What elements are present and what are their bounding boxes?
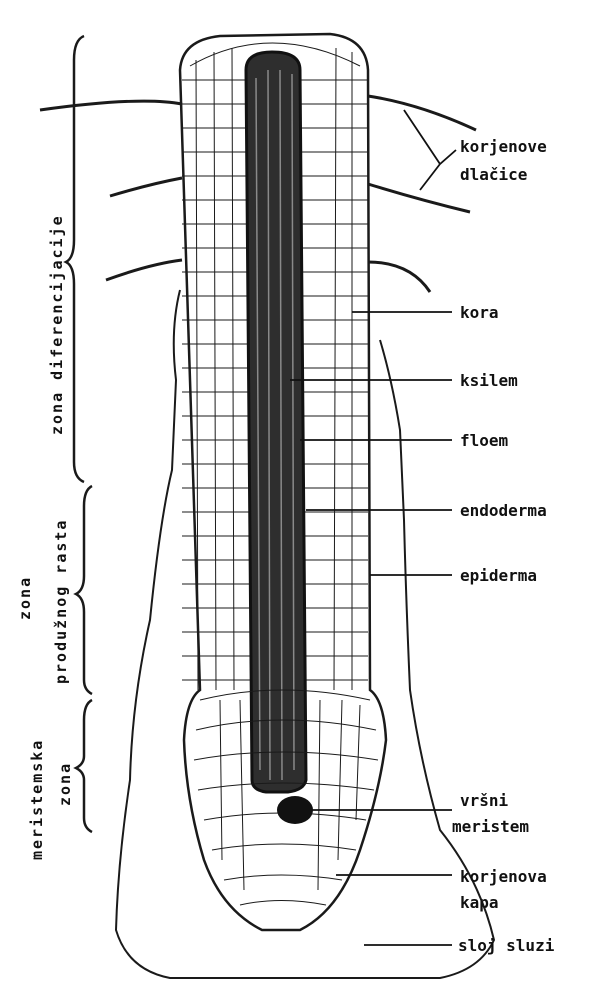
label-cortex: kora <box>460 303 499 322</box>
zone-label-meristematic-1: meristemska <box>28 739 46 860</box>
label-apical-meristem-2: meristem <box>452 817 529 836</box>
vascular-cylinder <box>246 52 306 792</box>
root-hair-right-1 <box>368 96 476 130</box>
root-hair-left-3 <box>106 260 182 280</box>
zone-label-elongation-1: zona <box>16 576 34 620</box>
root-hair-right-2 <box>368 184 470 212</box>
label-root-hairs-1: korjenove <box>460 137 547 156</box>
bracket-meristematic <box>76 700 92 832</box>
bracket-elongation <box>76 486 92 694</box>
leader-root-hairs <box>404 110 456 190</box>
label-epidermis: epiderma <box>460 566 537 585</box>
label-root-cap-2: kapa <box>460 893 499 912</box>
apical-meristem-dot <box>277 796 313 824</box>
label-root-hairs-2: dlačice <box>460 165 527 184</box>
zone-label-elongation-2: produžnog rasta <box>52 519 70 684</box>
label-apical-meristem-1: vršni <box>460 791 509 810</box>
zone-brackets <box>66 36 92 832</box>
leader-lines <box>290 110 456 945</box>
label-mucilage: sloj sluzi <box>458 936 555 955</box>
root-body <box>116 34 494 978</box>
root-hair-left-1 <box>40 101 182 110</box>
label-xylem: ksilem <box>460 371 518 390</box>
zone-label-meristematic-2: zona <box>56 762 74 806</box>
label-phloem: floem <box>460 431 509 450</box>
root-hair-left-2 <box>110 178 182 196</box>
zone-label-differentiation: zona diferencijacije <box>48 214 66 435</box>
bracket-differentiation <box>66 36 84 482</box>
root-hair-right-3 <box>368 262 430 292</box>
label-endodermis: endoderma <box>460 501 547 520</box>
label-root-cap-1: korjenova <box>460 867 547 886</box>
